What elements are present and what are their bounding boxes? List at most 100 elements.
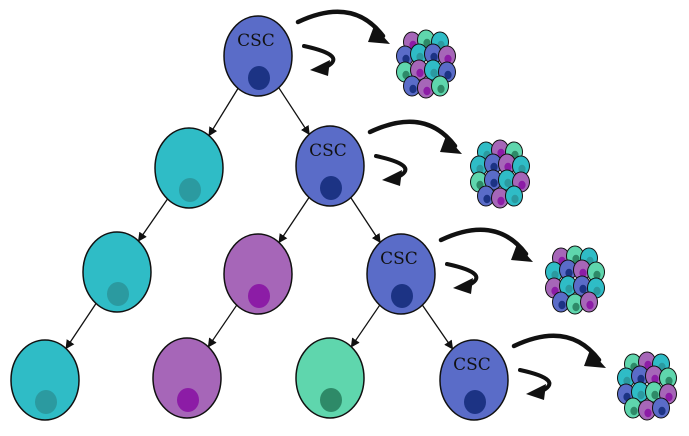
- cluster-cell: [470, 155, 488, 177]
- teal-cell: [154, 127, 224, 209]
- cluster-cell-nucleus: [593, 286, 601, 296]
- cell-body: [10, 339, 80, 421]
- self-renewal-arrowhead: [382, 170, 402, 186]
- teal-cell: [82, 231, 152, 313]
- cluster-cell-nucleus: [565, 284, 573, 294]
- lineage-edges: [65, 87, 454, 350]
- cell-body: [295, 125, 365, 207]
- cluster-cell-nucleus: [402, 54, 410, 64]
- cluster-cell: [505, 185, 523, 207]
- cluster-cell-nucleus: [651, 374, 659, 384]
- purple-cell: [152, 337, 222, 419]
- cell-body: [154, 127, 224, 209]
- cell-body: [152, 337, 222, 419]
- tumor-formation-arrow: [438, 227, 529, 257]
- cell-body: [439, 339, 509, 421]
- csc-cell: CSC: [439, 339, 509, 421]
- cell-nucleus: [391, 284, 413, 308]
- tumor-cluster: [545, 245, 605, 315]
- cluster-cell-nucleus: [416, 52, 424, 62]
- edge-teal-a-to-teal-b: [137, 198, 169, 242]
- csc-arrow-pair: [438, 227, 533, 294]
- tumor-formation-arrowhead: [511, 244, 533, 262]
- cluster-cell-nucleus: [637, 374, 645, 384]
- csc-arrow-pair: [295, 9, 390, 76]
- cluster-cell-nucleus: [423, 86, 431, 96]
- cluster-cell-nucleus: [430, 52, 438, 62]
- tumor-formation-arrowhead: [440, 136, 462, 154]
- cluster-cell-nucleus: [558, 300, 566, 310]
- cluster-cell-nucleus: [551, 270, 559, 280]
- cluster-cell: [659, 367, 677, 389]
- tumor-formation-arrow: [511, 333, 602, 363]
- cluster-cell-nucleus: [497, 196, 505, 206]
- cluster-cell: [624, 397, 642, 419]
- self-renewal-arrowhead: [526, 384, 546, 400]
- tumor-formation-arrow: [295, 9, 386, 39]
- cluster-cell-nucleus: [409, 84, 417, 94]
- cell-body: [295, 337, 365, 419]
- cluster-cell: [396, 45, 414, 67]
- cluster-cell-nucleus: [565, 268, 573, 278]
- cell-nucleus: [177, 388, 199, 412]
- cluster-cell-nucleus: [586, 300, 594, 310]
- cluster-cell-nucleus: [444, 70, 452, 80]
- tumor-formation-arrow: [367, 119, 458, 149]
- cluster-cell-nucleus: [579, 268, 587, 278]
- tumor-clusters: [396, 29, 677, 421]
- cluster-cell-nucleus: [504, 162, 512, 172]
- teal-cell: [10, 339, 80, 421]
- cluster-cell-nucleus: [651, 390, 659, 400]
- cluster-cell-nucleus: [518, 164, 526, 174]
- cluster-cell-nucleus: [579, 284, 587, 294]
- cluster-cell-nucleus: [444, 54, 452, 64]
- cluster-cell-nucleus: [637, 390, 645, 400]
- cluster-cell: [431, 75, 449, 97]
- cluster-cell-nucleus: [644, 408, 652, 418]
- cell-nucleus: [464, 390, 486, 414]
- cluster-cell-nucleus: [430, 68, 438, 78]
- cell-body: [223, 15, 293, 97]
- cell-nucleus: [107, 282, 129, 306]
- cluster-cell: [484, 153, 502, 175]
- cluster-cell: [403, 75, 421, 97]
- cluster-cell-nucleus: [593, 270, 601, 280]
- edge-teal-b-to-teal-c: [65, 303, 97, 350]
- edge-csc-3-to-csc-4: [421, 304, 454, 350]
- cell-body: [223, 233, 293, 315]
- edge-purple-a-to-purple-b: [207, 304, 238, 348]
- cluster-cell: [652, 397, 670, 419]
- tumor-formation-arrowhead: [584, 350, 606, 368]
- tumor-cluster: [470, 139, 530, 209]
- cluster-cell-nucleus: [490, 178, 498, 188]
- cluster-cell-nucleus: [437, 84, 445, 94]
- cluster-cell-nucleus: [658, 406, 666, 416]
- cell-nucleus: [35, 390, 57, 414]
- tumor-cluster: [396, 29, 456, 99]
- cluster-cell-nucleus: [416, 68, 424, 78]
- cluster-cell: [424, 59, 442, 81]
- csc-label: CSC: [309, 141, 347, 161]
- cluster-cell-nucleus: [630, 406, 638, 416]
- cluster-cell-nucleus: [518, 180, 526, 190]
- cell-nucleus: [179, 178, 201, 202]
- cluster-cell: [438, 45, 456, 67]
- csc-cell: CSC: [223, 15, 293, 97]
- cell-body: [82, 231, 152, 313]
- self-renewal-arrowhead: [453, 278, 473, 294]
- tumor-formation-arrowhead: [368, 26, 390, 44]
- cluster-cell: [484, 169, 502, 191]
- self-renewal-arrowhead: [310, 60, 330, 76]
- edge-csc-2-to-purple-a: [278, 197, 310, 244]
- cluster-cell-nucleus: [665, 376, 673, 386]
- cell-nucleus: [320, 176, 342, 200]
- edge-csc-1-to-teal-a: [208, 88, 239, 137]
- cluster-cell: [580, 291, 598, 313]
- purple-cell: [223, 233, 293, 315]
- cluster-cell-nucleus: [504, 178, 512, 188]
- cluster-cell-nucleus: [476, 164, 484, 174]
- cluster-cell-nucleus: [572, 302, 580, 312]
